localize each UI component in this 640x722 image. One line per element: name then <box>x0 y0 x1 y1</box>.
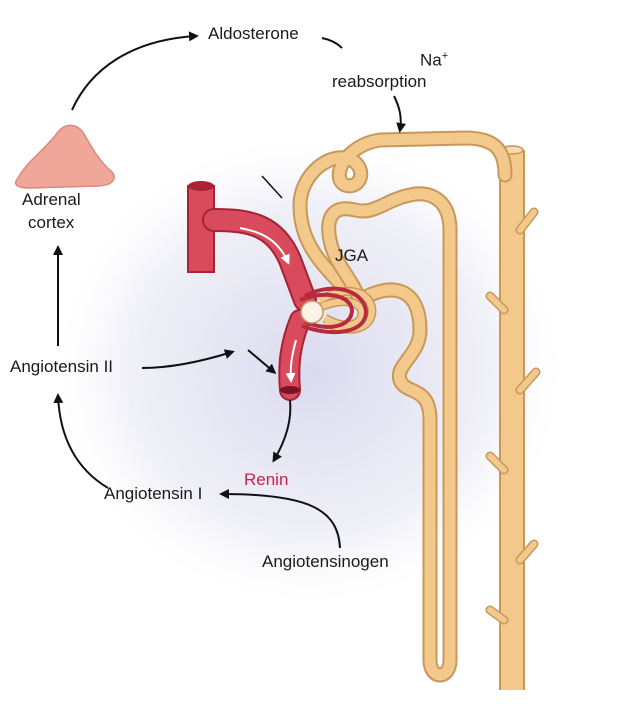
na-text: Na <box>420 50 442 70</box>
jga-label: JGA <box>335 246 369 265</box>
arrow-vessel-to-renin <box>272 399 292 463</box>
renin-label: Renin <box>244 470 289 489</box>
arteriole <box>187 181 369 401</box>
arrow-arteriole-to-vessel <box>247 349 277 374</box>
na-label: Na+ <box>420 50 448 70</box>
arrow-angiotensin-i-to-ii <box>53 393 109 489</box>
aldosterone-label: Aldosterone <box>208 24 299 43</box>
adrenal-cortex-shape <box>14 124 115 189</box>
background-halo <box>50 130 570 610</box>
angiotensin-ii-label: Angiotensin II <box>10 357 114 376</box>
arrow-na-to-tubule <box>393 95 407 133</box>
arrow-angiotensin-ii-to-arteriole <box>141 349 235 369</box>
collecting-duct <box>485 145 541 690</box>
arrow-aldosterone-to-na <box>321 37 343 49</box>
arrow-angiotensinogen-to-i <box>219 489 341 549</box>
angiotensinogen-label: Angiotensinogen <box>262 552 389 571</box>
jga-pointer-line <box>261 175 283 199</box>
arrow-adrenal-to-aldosterone <box>71 31 199 111</box>
na-superscript: + <box>441 50 449 62</box>
angiotensin-i-label: Angiotensin I <box>104 484 203 503</box>
reabsorption-label: reabsorption <box>332 72 427 91</box>
adrenal-label: Adrenal <box>22 190 81 209</box>
cortex-label: cortex <box>28 213 75 232</box>
flow-arrows <box>53 31 407 549</box>
